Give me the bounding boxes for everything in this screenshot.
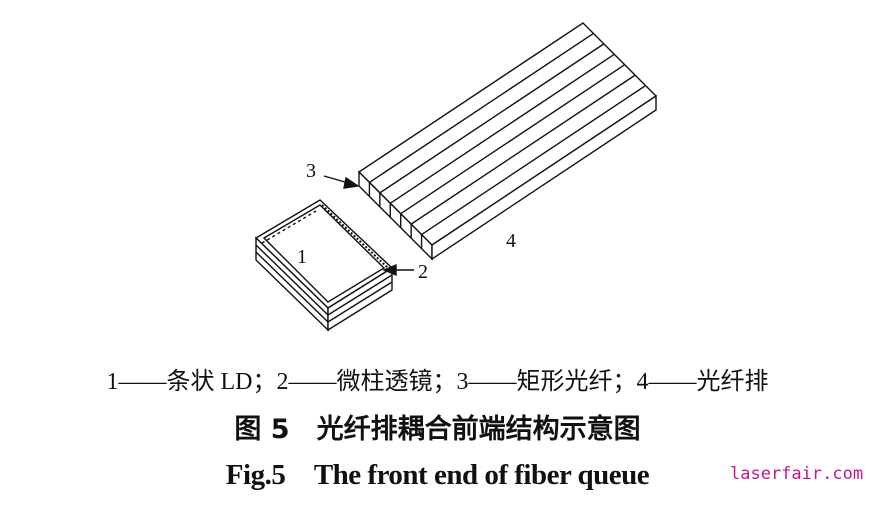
fiber-divider <box>421 84 646 236</box>
fiber-divider <box>369 32 594 184</box>
figure-legend: 1——条状 LD；2——微柱透镜；3——矩形光纤；4——光纤排 <box>106 369 769 395</box>
fiber-divider <box>379 43 605 194</box>
ld-bar-stack <box>254 199 394 332</box>
fiber-side-face <box>431 94 657 261</box>
fiber-array-block <box>357 22 658 261</box>
pointer-arrows <box>323 175 414 277</box>
watermark: laserfair.com <box>730 464 864 484</box>
label-1: 1 <box>297 246 307 268</box>
label-2: 2 <box>418 261 428 283</box>
fiber-divider <box>389 53 615 204</box>
fiber-divider <box>400 64 626 215</box>
fiber-divider <box>410 74 636 225</box>
fiber-queue-diagram <box>254 22 658 332</box>
label-4: 4 <box>506 230 516 252</box>
figure-caption-chinese: 图 5 光纤排耦合前端结构示意图 <box>234 414 641 445</box>
label-3: 3 <box>306 160 316 182</box>
figure-caption-english: Fig.5 The front end of fiber queue <box>225 459 650 491</box>
